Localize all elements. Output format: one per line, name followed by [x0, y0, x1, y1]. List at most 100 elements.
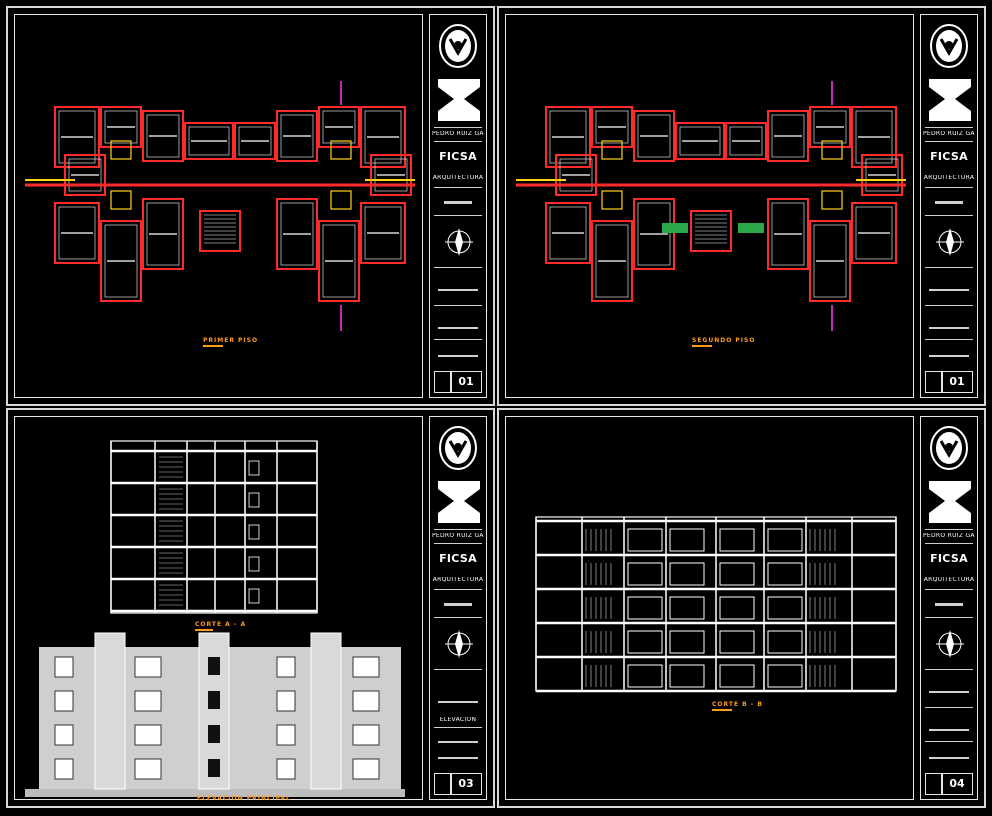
- room-inner: [637, 202, 671, 266]
- room-inner: [559, 158, 593, 192]
- window: [54, 724, 74, 746]
- window: [627, 596, 663, 620]
- title-underline: [195, 629, 213, 631]
- north-arrow-icon: [445, 228, 473, 256]
- room: [767, 110, 809, 162]
- window: [719, 528, 755, 552]
- room: [675, 122, 725, 160]
- room: [142, 198, 184, 270]
- room-inner: [188, 126, 230, 156]
- window: [248, 492, 260, 508]
- service-core: [330, 190, 352, 210]
- university-seal-icon: [439, 24, 477, 68]
- room-inner: [595, 110, 629, 144]
- room-inner: [58, 110, 96, 164]
- discipline-name: ARQUITECTURA: [923, 577, 975, 583]
- title-underline: [712, 709, 732, 711]
- sheet-segundo-piso[interactable]: SEGUNDO PISO PEDRO RUIZ GALLO FICSA ARQU…: [497, 6, 986, 406]
- room-inner: [729, 126, 763, 156]
- room: [851, 202, 897, 264]
- university-seal-icon: [439, 426, 477, 470]
- title-block: PEDRO RUIZ GALLO FICSA ARQUITECTURA 01: [920, 14, 978, 398]
- faculty-name: FICSA: [439, 553, 477, 564]
- room-inner: [637, 114, 671, 158]
- window: [627, 562, 663, 586]
- tower: [94, 632, 126, 790]
- drawing-title: PRIMER PISO: [203, 337, 259, 344]
- core-window: [208, 657, 220, 675]
- window: [54, 758, 74, 780]
- window: [352, 758, 380, 780]
- room: [64, 154, 106, 196]
- room: [184, 122, 234, 160]
- drawing-area: CORTE A - A ELEVACION PRINCIPAL: [14, 416, 423, 802]
- sheet-number: 01: [941, 371, 973, 393]
- tower: [310, 632, 342, 790]
- service-core: [601, 190, 623, 210]
- window: [248, 556, 260, 572]
- core-window: [208, 725, 220, 743]
- room: [633, 110, 675, 162]
- window: [719, 664, 755, 688]
- window: [719, 596, 755, 620]
- faculty-emblem-icon: [929, 79, 971, 121]
- window: [352, 724, 380, 746]
- window: [134, 656, 162, 678]
- faculty-name: FICSA: [930, 553, 968, 564]
- sheet-primer-piso[interactable]: PRIMER PISO PEDRO RUIZ GALLO FICSA ARQUI…: [6, 6, 495, 406]
- window: [276, 690, 296, 712]
- sheet-number: 03: [450, 773, 482, 795]
- drawing-area: PRIMER PISO: [14, 14, 423, 398]
- room-inner: [855, 206, 893, 260]
- service-core: [601, 140, 623, 160]
- window: [627, 630, 663, 654]
- room-inner: [374, 158, 408, 192]
- room: [100, 220, 142, 302]
- sheet-corte-elevacion[interactable]: CORTE A - A ELEVACION PRINCIPAL PEDRO RU…: [6, 408, 495, 808]
- sheet-number: 01: [450, 371, 482, 393]
- room-inner: [364, 206, 402, 260]
- service-core: [821, 190, 843, 210]
- drawing-area: SEGUNDO PISO: [505, 14, 914, 398]
- room: [545, 106, 591, 168]
- room: [276, 110, 318, 162]
- window: [767, 664, 803, 688]
- title-block: PEDRO RUIZ GALLO FICSA ARQUITECTURA 04: [920, 416, 978, 800]
- window: [248, 588, 260, 604]
- room-inner: [146, 202, 180, 266]
- window: [669, 596, 705, 620]
- window: [669, 562, 705, 586]
- room-inner: [549, 206, 587, 260]
- room: [370, 154, 412, 196]
- north-arrow-icon: [445, 630, 473, 658]
- room-inner: [679, 126, 721, 156]
- window: [276, 758, 296, 780]
- planter: [738, 223, 764, 233]
- service-core: [821, 140, 843, 160]
- window: [627, 528, 663, 552]
- room: [591, 106, 633, 148]
- floor-plan-primer-piso: [25, 81, 415, 331]
- room: [809, 106, 851, 148]
- room-inner: [364, 110, 402, 164]
- sheet-subject: ELEVACION: [439, 717, 477, 723]
- room-inner: [280, 202, 314, 266]
- university-name: PEDRO RUIZ GALLO: [923, 131, 975, 137]
- room-inner: [865, 158, 899, 192]
- university-name: PEDRO RUIZ GALLO: [432, 131, 484, 137]
- faculty-emblem-icon: [438, 481, 480, 523]
- sheet-corte-b-b[interactable]: CORTE B - B PEDRO RUIZ GALLO FICSA ARQUI…: [497, 408, 986, 808]
- window: [767, 562, 803, 586]
- title-block: PEDRO RUIZ GALLO FICSA ARQUITECTURA 01: [429, 14, 487, 398]
- north-arrow-icon: [936, 630, 964, 658]
- drawing-title-2: ELEVACION PRINCIPAL: [197, 795, 291, 802]
- room: [861, 154, 903, 196]
- room: [318, 220, 360, 302]
- section-b-b: [535, 516, 897, 693]
- university-name: PEDRO RUIZ GALLO: [432, 533, 484, 539]
- room: [360, 202, 406, 264]
- room: [234, 122, 276, 160]
- room-inner: [322, 224, 356, 298]
- discipline-name: ARQUITECTURA: [432, 577, 484, 583]
- room: [767, 198, 809, 270]
